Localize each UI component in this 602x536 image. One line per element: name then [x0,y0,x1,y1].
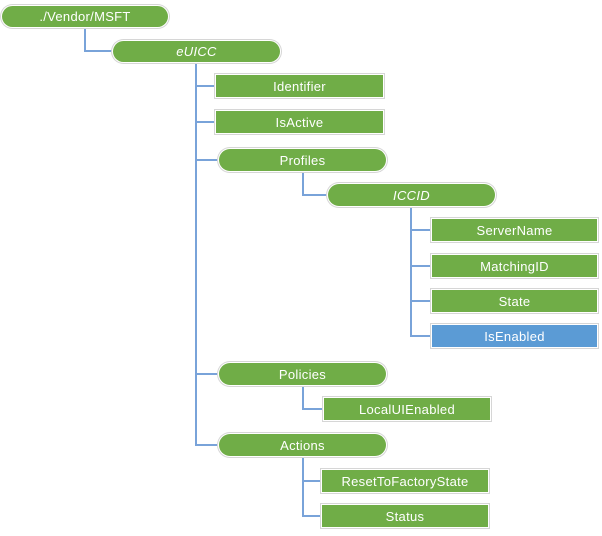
node-localuienabled: LocalUIEnabled [324,398,490,420]
node-isactive: IsActive [216,111,383,133]
node-isenabled: IsEnabled [432,325,597,347]
node-vendor-msft: ./Vendor/MSFT [2,6,168,27]
node-profiles: Profiles [219,149,386,171]
connector-iccid-to-isenabled [410,335,432,337]
connector-vendor-to-euicc-vertical [84,27,86,52]
connector-euicc-to-profiles [195,159,220,161]
connector-iccid-to-state [410,300,432,302]
connector-iccid-to-matchingid [410,265,432,267]
node-policies: Policies [219,363,386,385]
connector-policies-to-localui-vertical [302,385,304,410]
connector-actions-trunk [302,456,304,517]
node-resettofactorystate: ResetToFactoryState [322,470,488,492]
node-state: State [432,290,597,312]
connector-iccid-to-servername [410,229,432,231]
connector-vendor-to-euicc-horizontal [84,50,113,52]
connector-iccid-trunk [410,206,412,337]
connector-actions-to-resettofactorystate [302,480,322,482]
connector-euicc-to-identifier [195,85,216,87]
node-euicc: eUICC [113,41,280,62]
connector-policies-to-localui-horizontal [302,408,325,410]
connector-euicc-to-policies [195,373,220,375]
node-actions: Actions [219,434,386,456]
connector-euicc-to-actions [195,444,220,446]
connector-profiles-to-iccid-vertical [302,171,304,196]
node-matchingid: MatchingID [432,255,597,277]
node-status: Status [322,505,488,527]
node-servername: ServerName [432,219,597,241]
connector-euicc-to-isactive [195,121,216,123]
connector-actions-to-status [302,515,322,517]
connector-euicc-trunk [195,62,197,446]
node-identifier: Identifier [216,75,383,97]
connector-profiles-to-iccid-horizontal [302,194,328,196]
node-iccid: ICCID [328,184,495,206]
